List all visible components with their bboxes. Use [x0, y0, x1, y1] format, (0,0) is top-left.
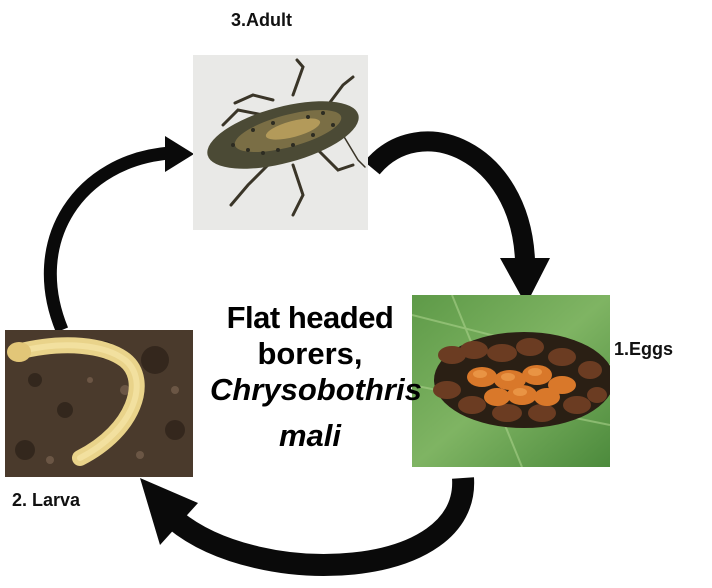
title-line-1: Flat headed — [210, 300, 410, 336]
eggs-photo — [412, 295, 610, 467]
larva-stage-label: 2. Larva — [12, 490, 80, 511]
arrow-adult-to-eggs — [372, 141, 525, 260]
adult-beetle-photo — [193, 55, 368, 230]
center-title: Flat headed borers, Chrysobothris mali — [210, 300, 410, 454]
arrowhead-larva-to-adult — [165, 136, 194, 172]
larva-photo — [5, 330, 193, 477]
title-line-3-genus: Chrysobothris — [210, 372, 410, 408]
title-line-4-species: mali — [210, 418, 410, 454]
arrow-larva-to-adult — [50, 153, 170, 330]
title-line-2: borers, — [210, 336, 410, 372]
arrow-eggs-to-larva — [175, 478, 463, 565]
adult-stage-label: 3.Adult — [231, 10, 292, 31]
eggs-stage-label: 1.Eggs — [614, 339, 673, 360]
